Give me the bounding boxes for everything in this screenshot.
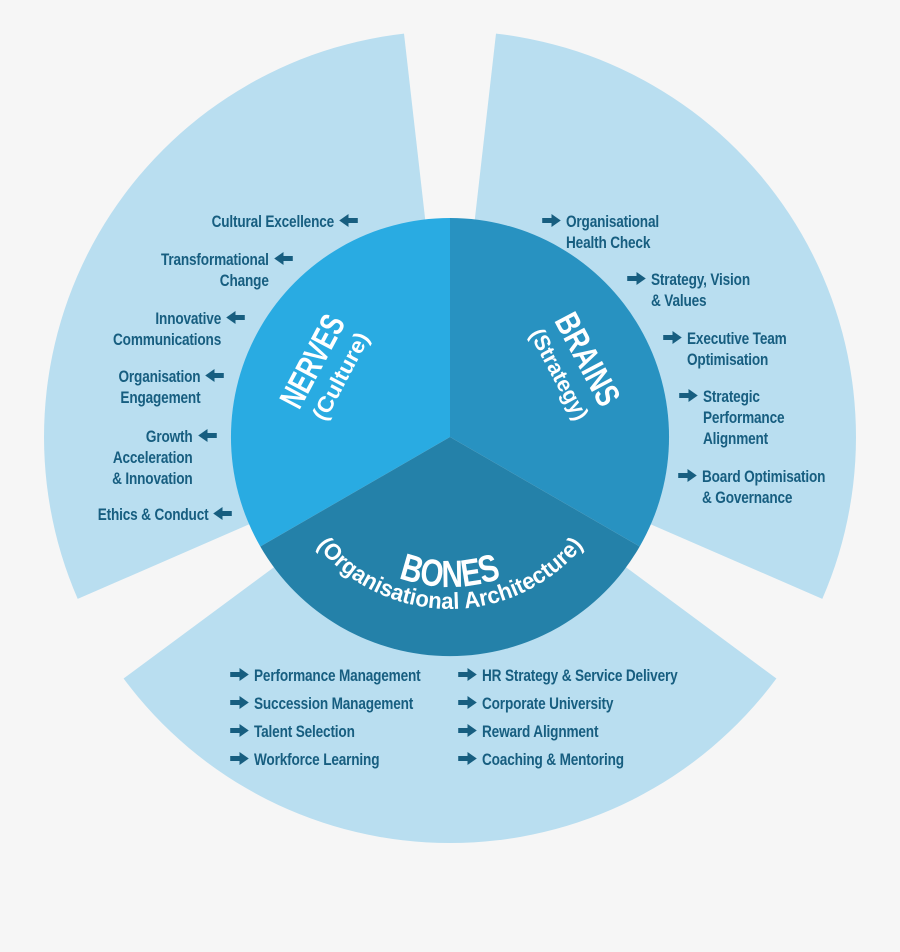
arrow-right-icon [663,331,682,344]
arrow-right-icon [458,724,477,737]
bones-item-label: Coaching & Mentoring [482,750,624,769]
arrow-right-icon [542,214,561,227]
arrow-left-icon [205,369,224,382]
bones-item: Coaching & Mentoring [458,749,659,770]
bones-item: HR Strategy & Service Delivery [458,665,726,686]
arrow-right-icon [679,389,698,402]
bones-item: Reward Alignment [458,721,627,742]
arrow-right-icon [230,752,249,765]
nerves-item: Growth Acceleration & Innovation [92,426,217,489]
brains-item-label: Strategic Performance Alignment [703,387,785,448]
nerves-item: Cultural Excellence [181,211,358,232]
arrow-right-icon [458,696,477,709]
bones-item-label: Succession Management [254,694,414,713]
bones-item-label: Corporate University [482,694,614,713]
brains-item: Executive Team Optimisation [663,328,811,370]
bones-item-label: Workforce Learning [254,750,380,769]
nerves-item-label: Ethics & Conduct [97,505,208,524]
brains-item: Strategic Performance Alignment [679,386,805,449]
nerves-item: Transformational Change [134,249,293,291]
wedge-bones [260,437,640,657]
brains-item-label: Strategy, Vision & Values [651,270,750,310]
nerves-item-label: Organisation Engagement [118,367,200,407]
nerves-item: Organisation Engagement [98,366,224,408]
wedge-nerves [230,218,450,547]
arrow-left-icon [213,507,232,520]
bones-item: Talent Selection [230,721,380,742]
brains-item-label: Organisational Health Check [566,212,659,252]
arrow-right-icon [627,272,646,285]
nerves-item: Innovative Communications [86,308,245,350]
nerves-item: Ethics & Conduct [70,504,232,525]
bones-item-label: HR Strategy & Service Delivery [482,666,678,685]
brains-item-label: Executive Team Optimisation [687,329,787,369]
arrow-left-icon [274,252,293,265]
bones-item-label: Reward Alignment [482,722,599,741]
bones-item: Succession Management [230,693,453,714]
brains-item: Board Optimisation & Governance [678,466,856,508]
bones-item: Workforce Learning [230,749,411,770]
arrow-left-icon [226,311,245,324]
bones-item: Performance Management [230,665,462,686]
nerves-item-label: Growth Acceleration & Innovation [112,427,194,488]
nerves-item-label: Transformational Change [161,250,269,290]
nerves-item-label: Cultural Excellence [211,212,335,231]
nerves-item-label: Innovative Communications [112,309,221,349]
arrow-right-icon [230,668,249,681]
arrow-right-icon [458,752,477,765]
bones-item-label: Talent Selection [254,722,355,741]
arrow-left-icon [198,429,217,442]
brains-item: Strategy, Vision & Values [627,269,775,311]
bones-item: Corporate University [458,693,646,714]
bones-item-label: Performance Management [254,666,421,685]
brains-item-label: Board Optimisation & Governance [702,467,826,507]
arrow-left-icon [339,214,358,227]
bones-title: BONES [396,547,504,597]
arrow-right-icon [458,668,477,681]
brains-item: Organisational Health Check [542,211,682,253]
wedge-brains [450,218,670,547]
arrow-right-icon [678,469,697,482]
arrow-right-icon [230,696,249,709]
arrow-right-icon [230,724,249,737]
